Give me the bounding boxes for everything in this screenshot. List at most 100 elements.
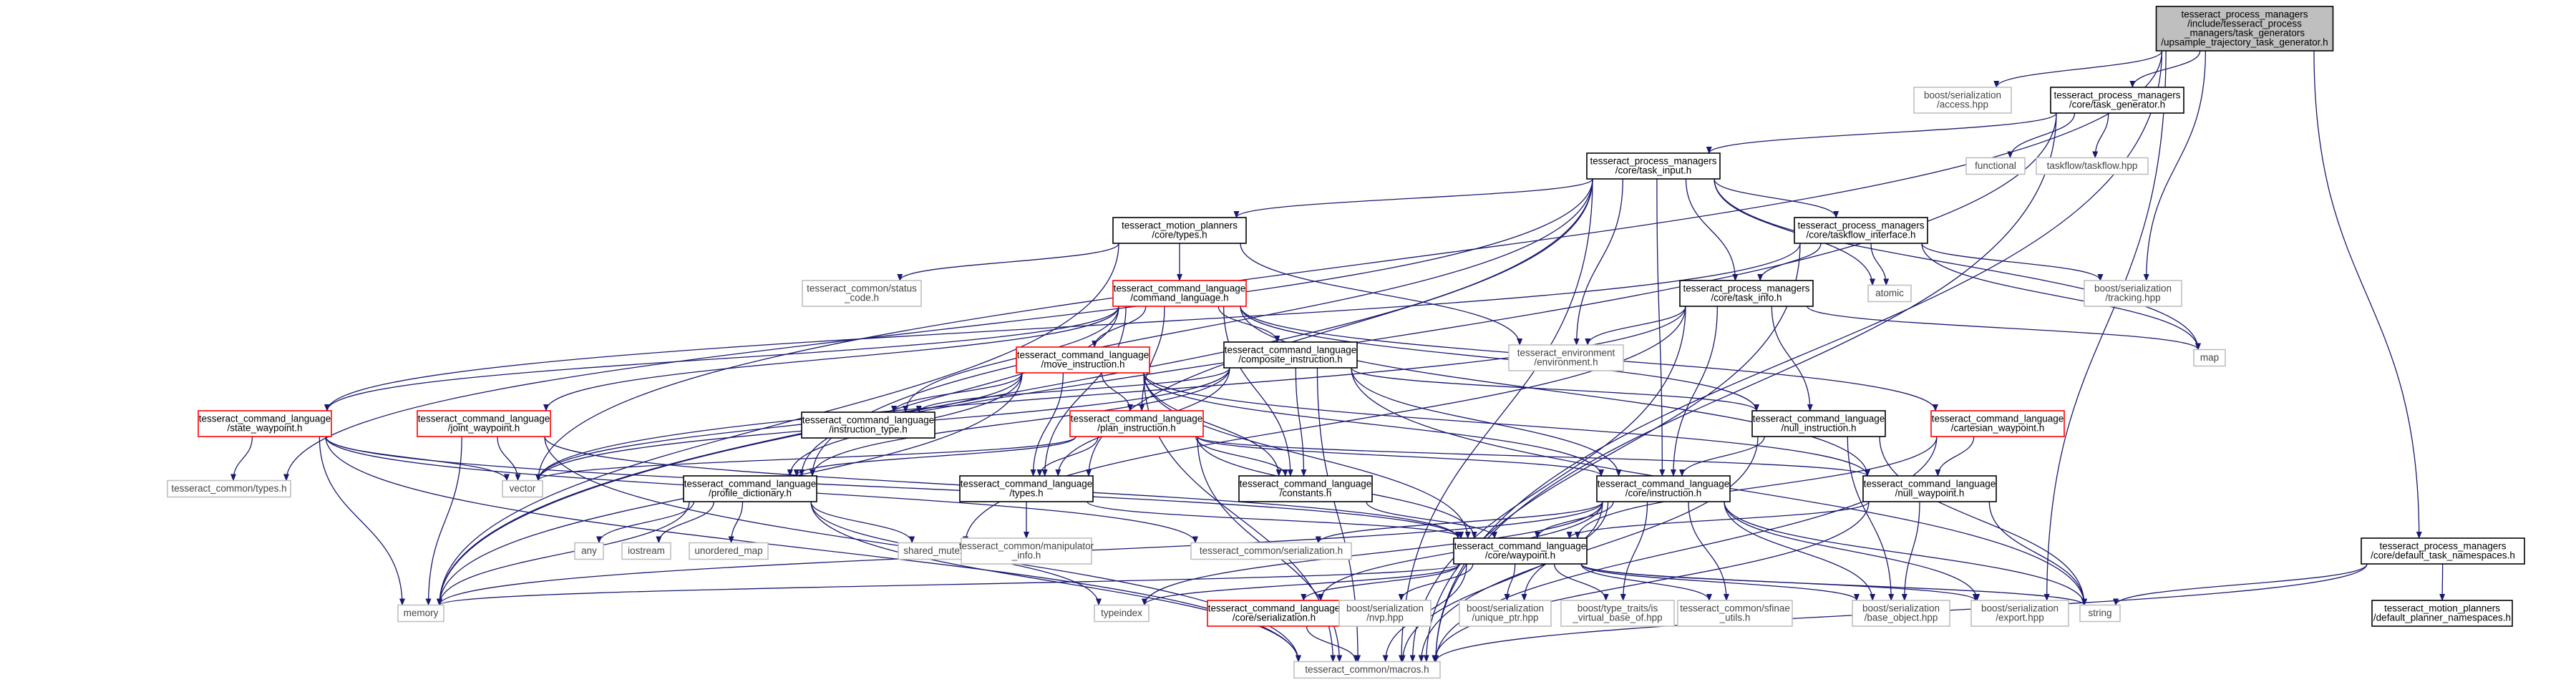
node-label-line: /null_waypoint.h: [1895, 488, 1965, 499]
node-bs-nvp[interactable]: boost/serialization/nvp.hpp: [1338, 600, 1432, 627]
node-state-wp[interactable]: tesseract_command_language/state_waypoin…: [198, 410, 332, 437]
edge-task-input-to-map: [1714, 178, 2201, 351]
node-manip-info[interactable]: tesseract_common/manipulator_info.h: [959, 537, 1094, 565]
node-box: [2050, 87, 2184, 114]
edge-plan-instr-to-profile-dict: [793, 436, 1076, 477]
edge-profile-dict-to-unordered-map: [728, 501, 744, 544]
node-dp-ns[interactable]: tesseract_motion_planners/default_planne…: [2371, 600, 2513, 627]
node-box: [959, 475, 1094, 502]
edge-core-wp-to-sfinae: [1580, 563, 1712, 601]
node-cl-types[interactable]: tesseract_command_language/types.h: [959, 475, 1094, 502]
node-instr-type[interactable]: tesseract_command_language/instruction_t…: [801, 411, 935, 439]
node-env[interactable]: tesseract_environment/environment.h: [1508, 344, 1624, 371]
node-shared-mutex[interactable]: shared_mutex: [898, 542, 971, 560]
node-composite[interactable]: tesseract_command_language/composite_ins…: [1223, 341, 1358, 369]
edge-cmd-lang-to-profile-dict: [799, 306, 1119, 477]
node-any[interactable]: any: [574, 542, 604, 560]
node-box: [1338, 600, 1432, 627]
node-label-line: tesseract_command_language: [1240, 479, 1372, 489]
node-box: [1238, 475, 1373, 502]
node-label-line: /instruction_type.h: [829, 424, 908, 435]
node-label-line: functional: [1975, 160, 2016, 171]
node-unordered-map[interactable]: unordered_map: [689, 542, 769, 560]
node-iostream[interactable]: iostream: [621, 542, 671, 560]
node-common-ser[interactable]: tesseract_common/serialization.h: [1190, 542, 1352, 560]
node-bs-unique[interactable]: boost/serialization/unique_ptr.hpp: [1459, 600, 1552, 627]
node-bs-tracking[interactable]: boost/serialization/tracking.hpp: [2084, 280, 2182, 307]
node-task-input[interactable]: tesseract_process_managers/core/task_inp…: [1586, 152, 1721, 180]
node-atomic[interactable]: atomic: [1867, 284, 1912, 303]
node-label-line: tesseract_command_language: [418, 414, 550, 424]
node-profile-dict[interactable]: tesseract_command_language/profile_dicti…: [683, 475, 817, 502]
node-bt-virtual[interactable]: boost/type_traits/is_virtual_base_of.hpp: [1560, 600, 1675, 627]
node-null-instr[interactable]: tesseract_command_language/null_instruct…: [1751, 410, 1886, 437]
edge-core-wp-to-typeindex: [1142, 563, 1460, 606]
edge-composite-to-null-instr: [1351, 367, 1759, 411]
node-common-types[interactable]: tesseract_common/types.h: [167, 479, 291, 498]
node-null-wp[interactable]: tesseract_command_language/null_waypoint…: [1862, 475, 1997, 502]
edge-cmd-lang-to-null-wp: [1240, 306, 1870, 477]
node-label-line: string: [2088, 608, 2111, 618]
node-macros[interactable]: tesseract_common/macros.h: [1293, 661, 1441, 679]
node-status-code[interactable]: tesseract_common/status_code.h: [802, 280, 922, 307]
node-map[interactable]: map: [2193, 349, 2226, 367]
node-taskflow[interactable]: taskflow/taskflow.hpp: [2036, 157, 2149, 175]
node-label-line: /move_instruction.h: [1041, 359, 1124, 370]
node-label-line: tesseract_command_language: [961, 479, 1093, 489]
node-core-ser[interactable]: tesseract_command_language/core/serializ…: [1207, 600, 1341, 627]
node-task-info[interactable]: tesseract_process_managers/core/task_inf…: [1679, 280, 1814, 307]
node-label-line: _utils.h: [1719, 613, 1751, 623]
node-bs-base[interactable]: boost/serialization/base_object.hpp: [1852, 600, 1950, 627]
node-box: [2079, 604, 2121, 623]
node-label-line: tesseract_command_language: [1753, 414, 1885, 424]
node-move-instr[interactable]: tesseract_command_language/move_instruct…: [1016, 346, 1150, 374]
node-label-line: /core/task_info.h: [1711, 293, 1782, 303]
node-cmd-lang[interactable]: tesseract_command_language/command_langu…: [1112, 280, 1247, 307]
edge-core-wp-to-bs-base: [1580, 563, 1860, 601]
node-plan-instr[interactable]: tesseract_command_language/plan_instruct…: [1069, 410, 1204, 437]
edge-core-instr-to-sfinae: [1688, 501, 1729, 601]
node-joint-wp[interactable]: tesseract_command_language/joint_waypoin…: [417, 410, 551, 437]
node-vector[interactable]: vector: [502, 479, 543, 498]
node-box: [2361, 537, 2525, 565]
edge-core-ser-to-macros: [1306, 625, 1359, 663]
node-core-instr[interactable]: tesseract_command_language/core/instruct…: [1596, 475, 1731, 502]
edge-cmd-lang-to-instr-type: [903, 306, 1119, 413]
node-box: [1794, 217, 1928, 244]
node-box: [1112, 217, 1247, 244]
node-bs-export[interactable]: boost/serialization/export.hpp: [1970, 600, 2069, 627]
nodes-layer: tesseract_process_managers/include/tesse…: [167, 6, 2525, 679]
node-box: [1679, 280, 1814, 307]
node-string[interactable]: string: [2079, 604, 2121, 623]
node-bs-access[interactable]: boost/serialization/access.hpp: [1913, 87, 2012, 114]
node-label-line: /state_waypoint.h: [227, 423, 302, 434]
node-label-line: map: [2200, 352, 2219, 363]
node-root[interactable]: tesseract_process_managers/include/tesse…: [2155, 6, 2334, 52]
node-mp-types[interactable]: tesseract_motion_planners/core/types.h: [1112, 217, 1247, 244]
node-box: [1094, 604, 1150, 623]
edge-core-wp-to-memory: [437, 563, 1460, 606]
node-task-gen[interactable]: tesseract_process_managers/core/task_gen…: [2050, 87, 2184, 114]
node-constants[interactable]: tesseract_command_language/constants.h: [1238, 475, 1373, 502]
node-tf-iface[interactable]: tesseract_process_managers/core/taskflow…: [1794, 217, 1928, 244]
edge-cmd-lang-to-composite: [1217, 306, 1280, 343]
edge-task-gen-to-functional: [2007, 112, 2076, 159]
node-label-line: tesseract_command_language: [1208, 603, 1341, 614]
node-label-line: memory: [404, 608, 439, 618]
node-functional[interactable]: functional: [1965, 157, 2026, 175]
node-label-line: typeindex: [1101, 608, 1142, 618]
node-cart-wp[interactable]: tesseract_command_language/cartesian_way…: [1930, 410, 2065, 437]
node-def-ns[interactable]: tesseract_process_managers/core/default_…: [2361, 537, 2525, 565]
node-label-line: tesseract_process_managers: [1590, 156, 1716, 167]
edge-task-info-to-vector: [535, 306, 1686, 482]
node-label-line: tesseract_common/serialization.h: [1200, 545, 1343, 556]
node-label-line: /base_object.hpp: [1865, 613, 1938, 623]
node-label-line: tesseract_common/types.h: [171, 483, 286, 494]
node-sfinae[interactable]: tesseract_common/sfinae_utils.h: [1677, 600, 1793, 627]
node-box: [1190, 542, 1352, 560]
node-box: [683, 475, 817, 502]
node-typeindex[interactable]: typeindex: [1094, 604, 1150, 623]
node-memory[interactable]: memory: [397, 604, 444, 623]
node-label-line: tesseract_process_managers: [2181, 9, 2308, 20]
node-core-wp[interactable]: tesseract_command_language/core/waypoint…: [1453, 537, 1588, 565]
